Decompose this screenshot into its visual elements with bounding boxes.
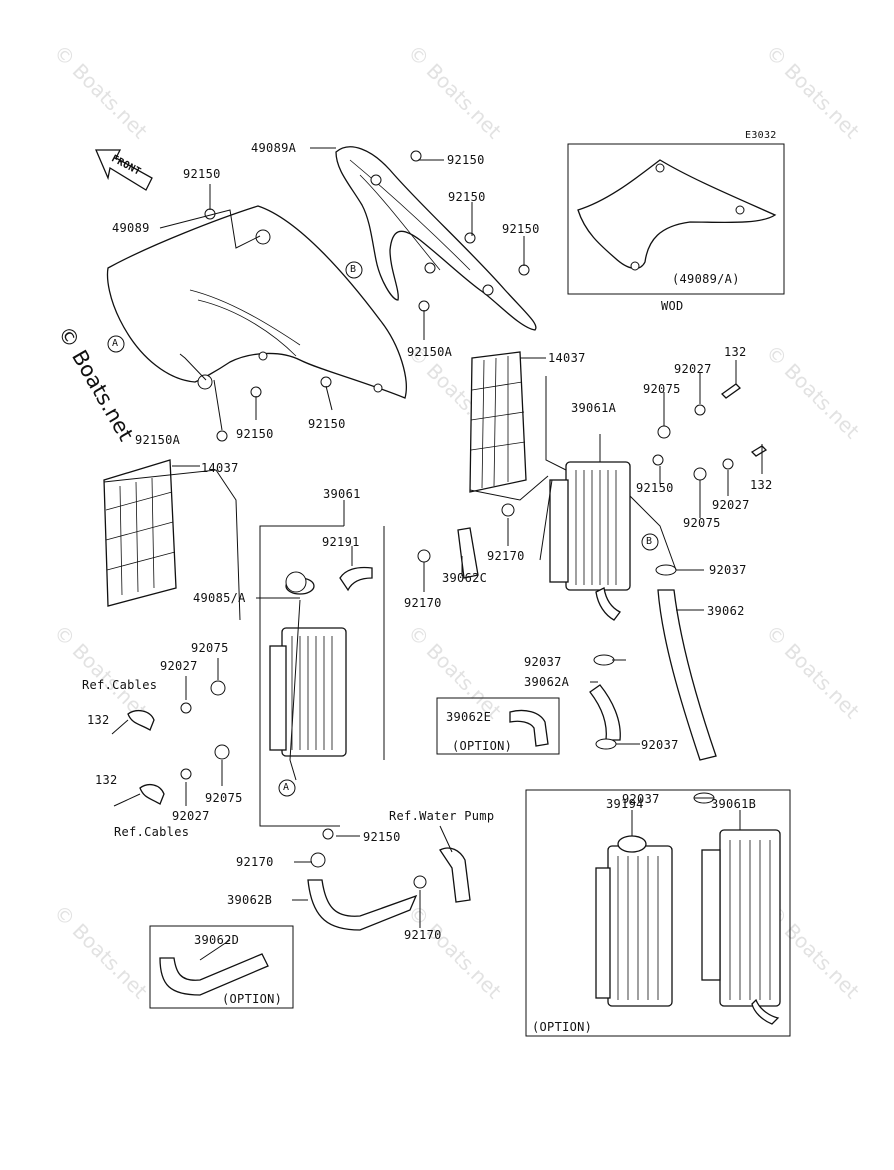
shroud-49089 bbox=[106, 205, 407, 399]
option-part-label: 39062E bbox=[446, 710, 492, 724]
part-label: 92170 bbox=[404, 596, 442, 610]
part-label: 39061A bbox=[571, 401, 617, 415]
callout-b-circle bbox=[345, 261, 363, 279]
part-label: 92150A bbox=[407, 345, 453, 359]
part-label: 39062C bbox=[442, 571, 488, 585]
part-label: 92150 bbox=[448, 190, 486, 204]
part-label: 132 bbox=[724, 345, 747, 359]
part-label: 92027 bbox=[674, 362, 712, 376]
front-arrow-icon bbox=[95, 149, 153, 191]
part-label: 92170 bbox=[404, 928, 442, 942]
part-label: 92027 bbox=[160, 659, 198, 673]
part-label: 49089 bbox=[112, 221, 150, 235]
wod-caption: WOD bbox=[661, 299, 684, 313]
radiator-option-box bbox=[525, 789, 791, 1037]
callout-b-circle bbox=[641, 533, 659, 551]
part-label: 92150 bbox=[308, 417, 346, 431]
part-label: 92037 bbox=[622, 792, 660, 806]
part-label: 92037 bbox=[709, 563, 747, 577]
hose-39062a bbox=[589, 684, 621, 741]
option-radiator-39194 bbox=[595, 835, 673, 1007]
part-label: 92075 bbox=[191, 641, 229, 655]
part-label: 92027 bbox=[712, 498, 750, 512]
part-label: 92027 bbox=[172, 809, 210, 823]
hose-option-box bbox=[436, 697, 560, 755]
part-label: 92075 bbox=[683, 516, 721, 530]
part-label: 92150 bbox=[183, 167, 221, 181]
option-part-label: 39062D bbox=[194, 933, 240, 947]
radiator-39061a bbox=[549, 461, 631, 621]
option-note: (OPTION) bbox=[532, 1020, 593, 1034]
callout-a: A bbox=[112, 338, 119, 349]
part-label: 92037 bbox=[524, 655, 562, 669]
callout-b: B bbox=[646, 536, 653, 547]
callout-a-circle bbox=[278, 779, 296, 797]
option-note: (OPTION) bbox=[452, 739, 513, 753]
part-label: 92037 bbox=[641, 738, 679, 752]
ref-label: Ref.Water Pump bbox=[389, 809, 495, 823]
callout-a: A bbox=[283, 782, 290, 793]
part-label: 132 bbox=[87, 713, 110, 727]
part-label: 92150 bbox=[447, 153, 485, 167]
part-label: 49085/A bbox=[193, 591, 246, 605]
ref-label: Ref.Cables bbox=[82, 678, 158, 692]
ref-label: Ref.Cables bbox=[114, 825, 190, 839]
callout-b: B bbox=[350, 264, 357, 275]
option-note: (OPTION) bbox=[222, 992, 283, 1006]
part-label: 92075 bbox=[643, 382, 681, 396]
part-label: 39062A bbox=[524, 675, 570, 689]
part-label: 39062B bbox=[227, 893, 273, 907]
part-label: 14037 bbox=[548, 351, 586, 365]
part-label: 92150 bbox=[363, 830, 401, 844]
option-radiator-39061b bbox=[701, 829, 781, 1025]
part-label: 92150 bbox=[636, 481, 674, 495]
part-label: 132 bbox=[95, 773, 118, 787]
part-label: 92150 bbox=[502, 222, 540, 236]
radiator-guard-right bbox=[469, 351, 527, 493]
part-label: 14037 bbox=[201, 461, 239, 475]
hose-d-option-box bbox=[149, 925, 294, 1009]
part-label: 92191 bbox=[322, 535, 360, 549]
part-label: 92075 bbox=[205, 791, 243, 805]
wod-box bbox=[567, 143, 785, 295]
part-label: 132 bbox=[750, 478, 773, 492]
part-label: 92170 bbox=[236, 855, 274, 869]
option-part-label: 39194 bbox=[606, 797, 644, 811]
water-pump-joint bbox=[439, 847, 471, 903]
hose-39062 bbox=[657, 589, 717, 761]
leader-lines bbox=[103, 147, 763, 961]
part-label: 39061 bbox=[323, 487, 361, 501]
part-label: 49089A bbox=[251, 141, 297, 155]
part-label: 92150 bbox=[236, 427, 274, 441]
hose-39062b bbox=[307, 879, 418, 931]
wod-part-label: (49089/A) bbox=[672, 272, 740, 286]
radiator-guard-left bbox=[103, 459, 177, 607]
part-label: 39062 bbox=[707, 604, 745, 618]
shroud-49089a bbox=[335, 146, 537, 331]
diagram-code: E3032 bbox=[745, 130, 777, 141]
radiator-39061 bbox=[269, 566, 373, 757]
option-part-label: 39061B bbox=[711, 797, 757, 811]
part-label: 92170 bbox=[487, 549, 525, 563]
callout-a-circle bbox=[107, 335, 125, 353]
part-label: 92150A bbox=[135, 433, 181, 447]
